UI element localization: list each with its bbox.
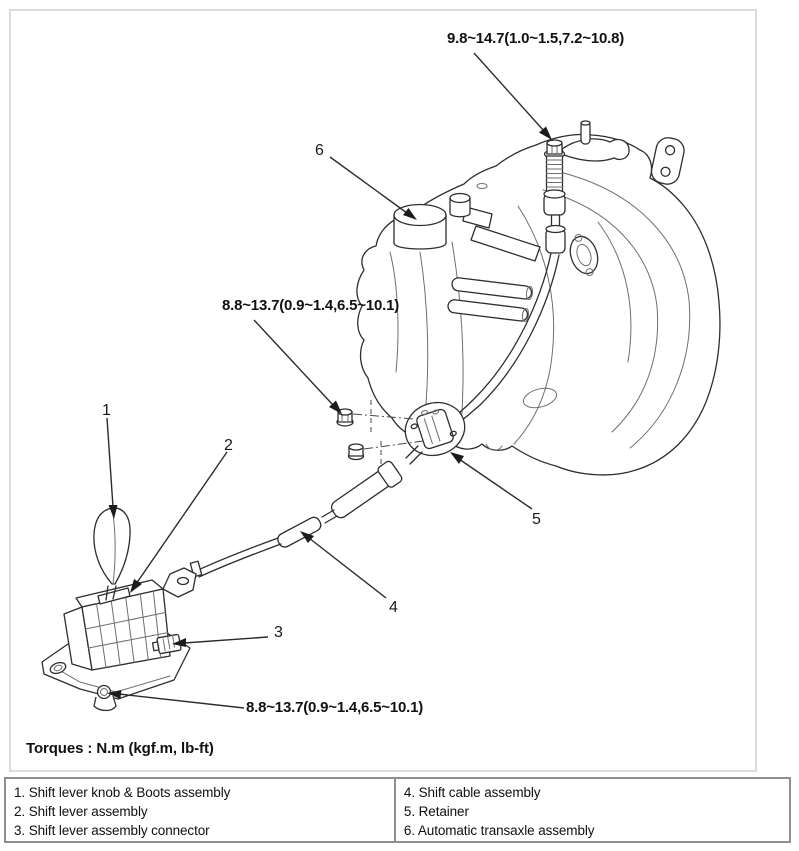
callout-number-4: 4 — [389, 599, 398, 616]
callout-6-leader — [329, 156, 417, 220]
retainer-drawing — [404, 401, 466, 457]
torque-annotation-mid: 8.8~13.7(0.9~1.4,6.5~10.1) — [222, 297, 400, 314]
legend-item-3: 3. Shift lever assembly connector — [14, 823, 210, 838]
legend-item-1: 1. Shift lever knob & Boots assembly — [14, 785, 231, 800]
legend-item-6: 6. Automatic transaxle assembly — [403, 823, 595, 838]
torque-mid-leader — [253, 319, 342, 414]
callout-number-5: 5 — [532, 511, 541, 528]
torque-bottom-leader — [107, 690, 245, 709]
transaxle-assembly-drawing — [356, 133, 721, 476]
torque-annotation-bottom: 8.8~13.7(0.9~1.4,6.5~10.1) — [246, 699, 424, 716]
callout-3-leader — [172, 636, 269, 647]
torque-top-leader — [473, 52, 552, 140]
shift-lever-assembly-drawing — [41, 507, 203, 712]
shift-cable-upper-linkage-drawing — [443, 120, 630, 429]
mounting-nuts-drawing — [336, 400, 424, 468]
callout-4-leader — [300, 531, 387, 599]
legend-item-4: 4. Shift cable assembly — [403, 785, 541, 800]
legend-column-right: 4. Shift cable assembly 5. Retainer 6. A… — [396, 779, 789, 841]
callout-number-6: 6 — [315, 142, 324, 159]
callout-2-leader — [130, 451, 228, 593]
legend-column-left: 1. Shift lever knob & Boots assembly 2. … — [6, 779, 396, 841]
callout-number-1: 1 — [102, 402, 111, 419]
legend-item-2: 2. Shift lever assembly — [14, 804, 148, 819]
torque-annotation-top: 9.8~14.7(1.0~1.5,7.2~10.8) — [447, 30, 625, 47]
legend-table: 1. Shift lever knob & Boots assembly 2. … — [4, 777, 791, 843]
callout-5-leader — [450, 452, 533, 510]
callout-1-leader — [106, 417, 118, 519]
callout-number-3: 3 — [274, 624, 283, 641]
legend-item-5: 5. Retainer — [403, 804, 469, 819]
torque-units-note: Torques : N.m (kgf.m, lb-ft) — [26, 740, 214, 757]
callout-number-2: 2 — [224, 437, 233, 454]
shift-cable-lower-drawing — [195, 445, 423, 578]
